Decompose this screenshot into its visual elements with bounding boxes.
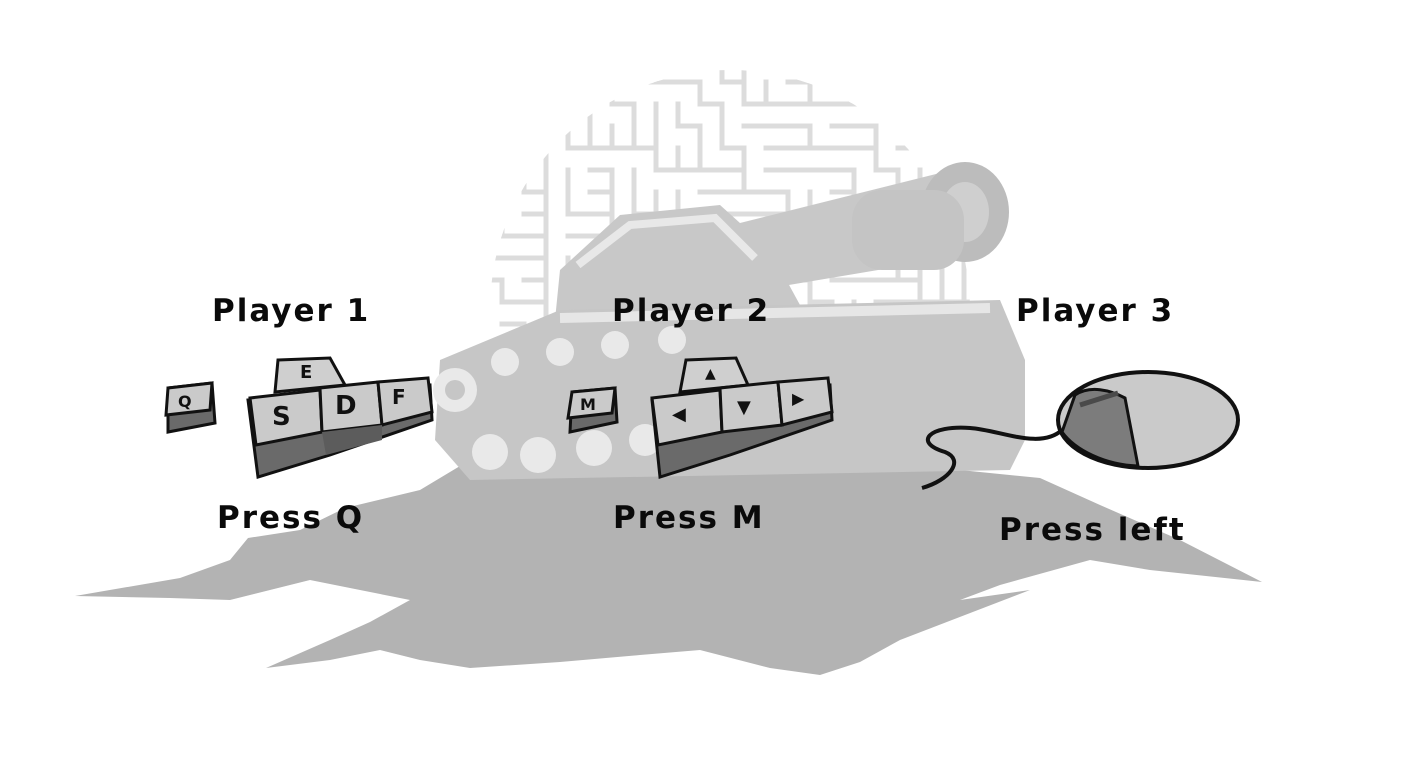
player-2-keys: M ▲ ◀ ▼ ▶ [566,356,834,479]
key-e-label: E [300,362,312,383]
key-up-label: ▲ [705,366,716,382]
key-m-icon: M [566,386,619,434]
key-down-label: ▼ [737,397,751,418]
wasd-keys-icon: E S D F [246,356,434,479]
key-right-label: ▶ [792,389,805,408]
player-2-title: Player 2 [612,293,771,329]
mouse-icon [921,370,1240,490]
key-d-label: D [335,391,357,421]
player-2-join-hint: Press M [613,500,765,536]
key-f-label: F [392,385,406,409]
arrow-keys-icon: ▲ ◀ ▼ ▶ [650,356,834,479]
key-m-label: M [580,395,596,414]
ground-splash [75,445,1262,675]
key-left-label: ◀ [672,404,686,425]
player-3-join-hint: Press left [999,512,1186,548]
key-s-label: S [272,402,291,432]
player-1-join-hint: Press Q [217,500,365,536]
player-1-title: Player 1 [212,293,371,329]
player-1-keys: Q E S D F [164,356,434,479]
player-3-title: Player 3 [1016,293,1175,329]
key-q-label: Q [178,392,192,411]
key-q-icon: Q [164,381,217,434]
